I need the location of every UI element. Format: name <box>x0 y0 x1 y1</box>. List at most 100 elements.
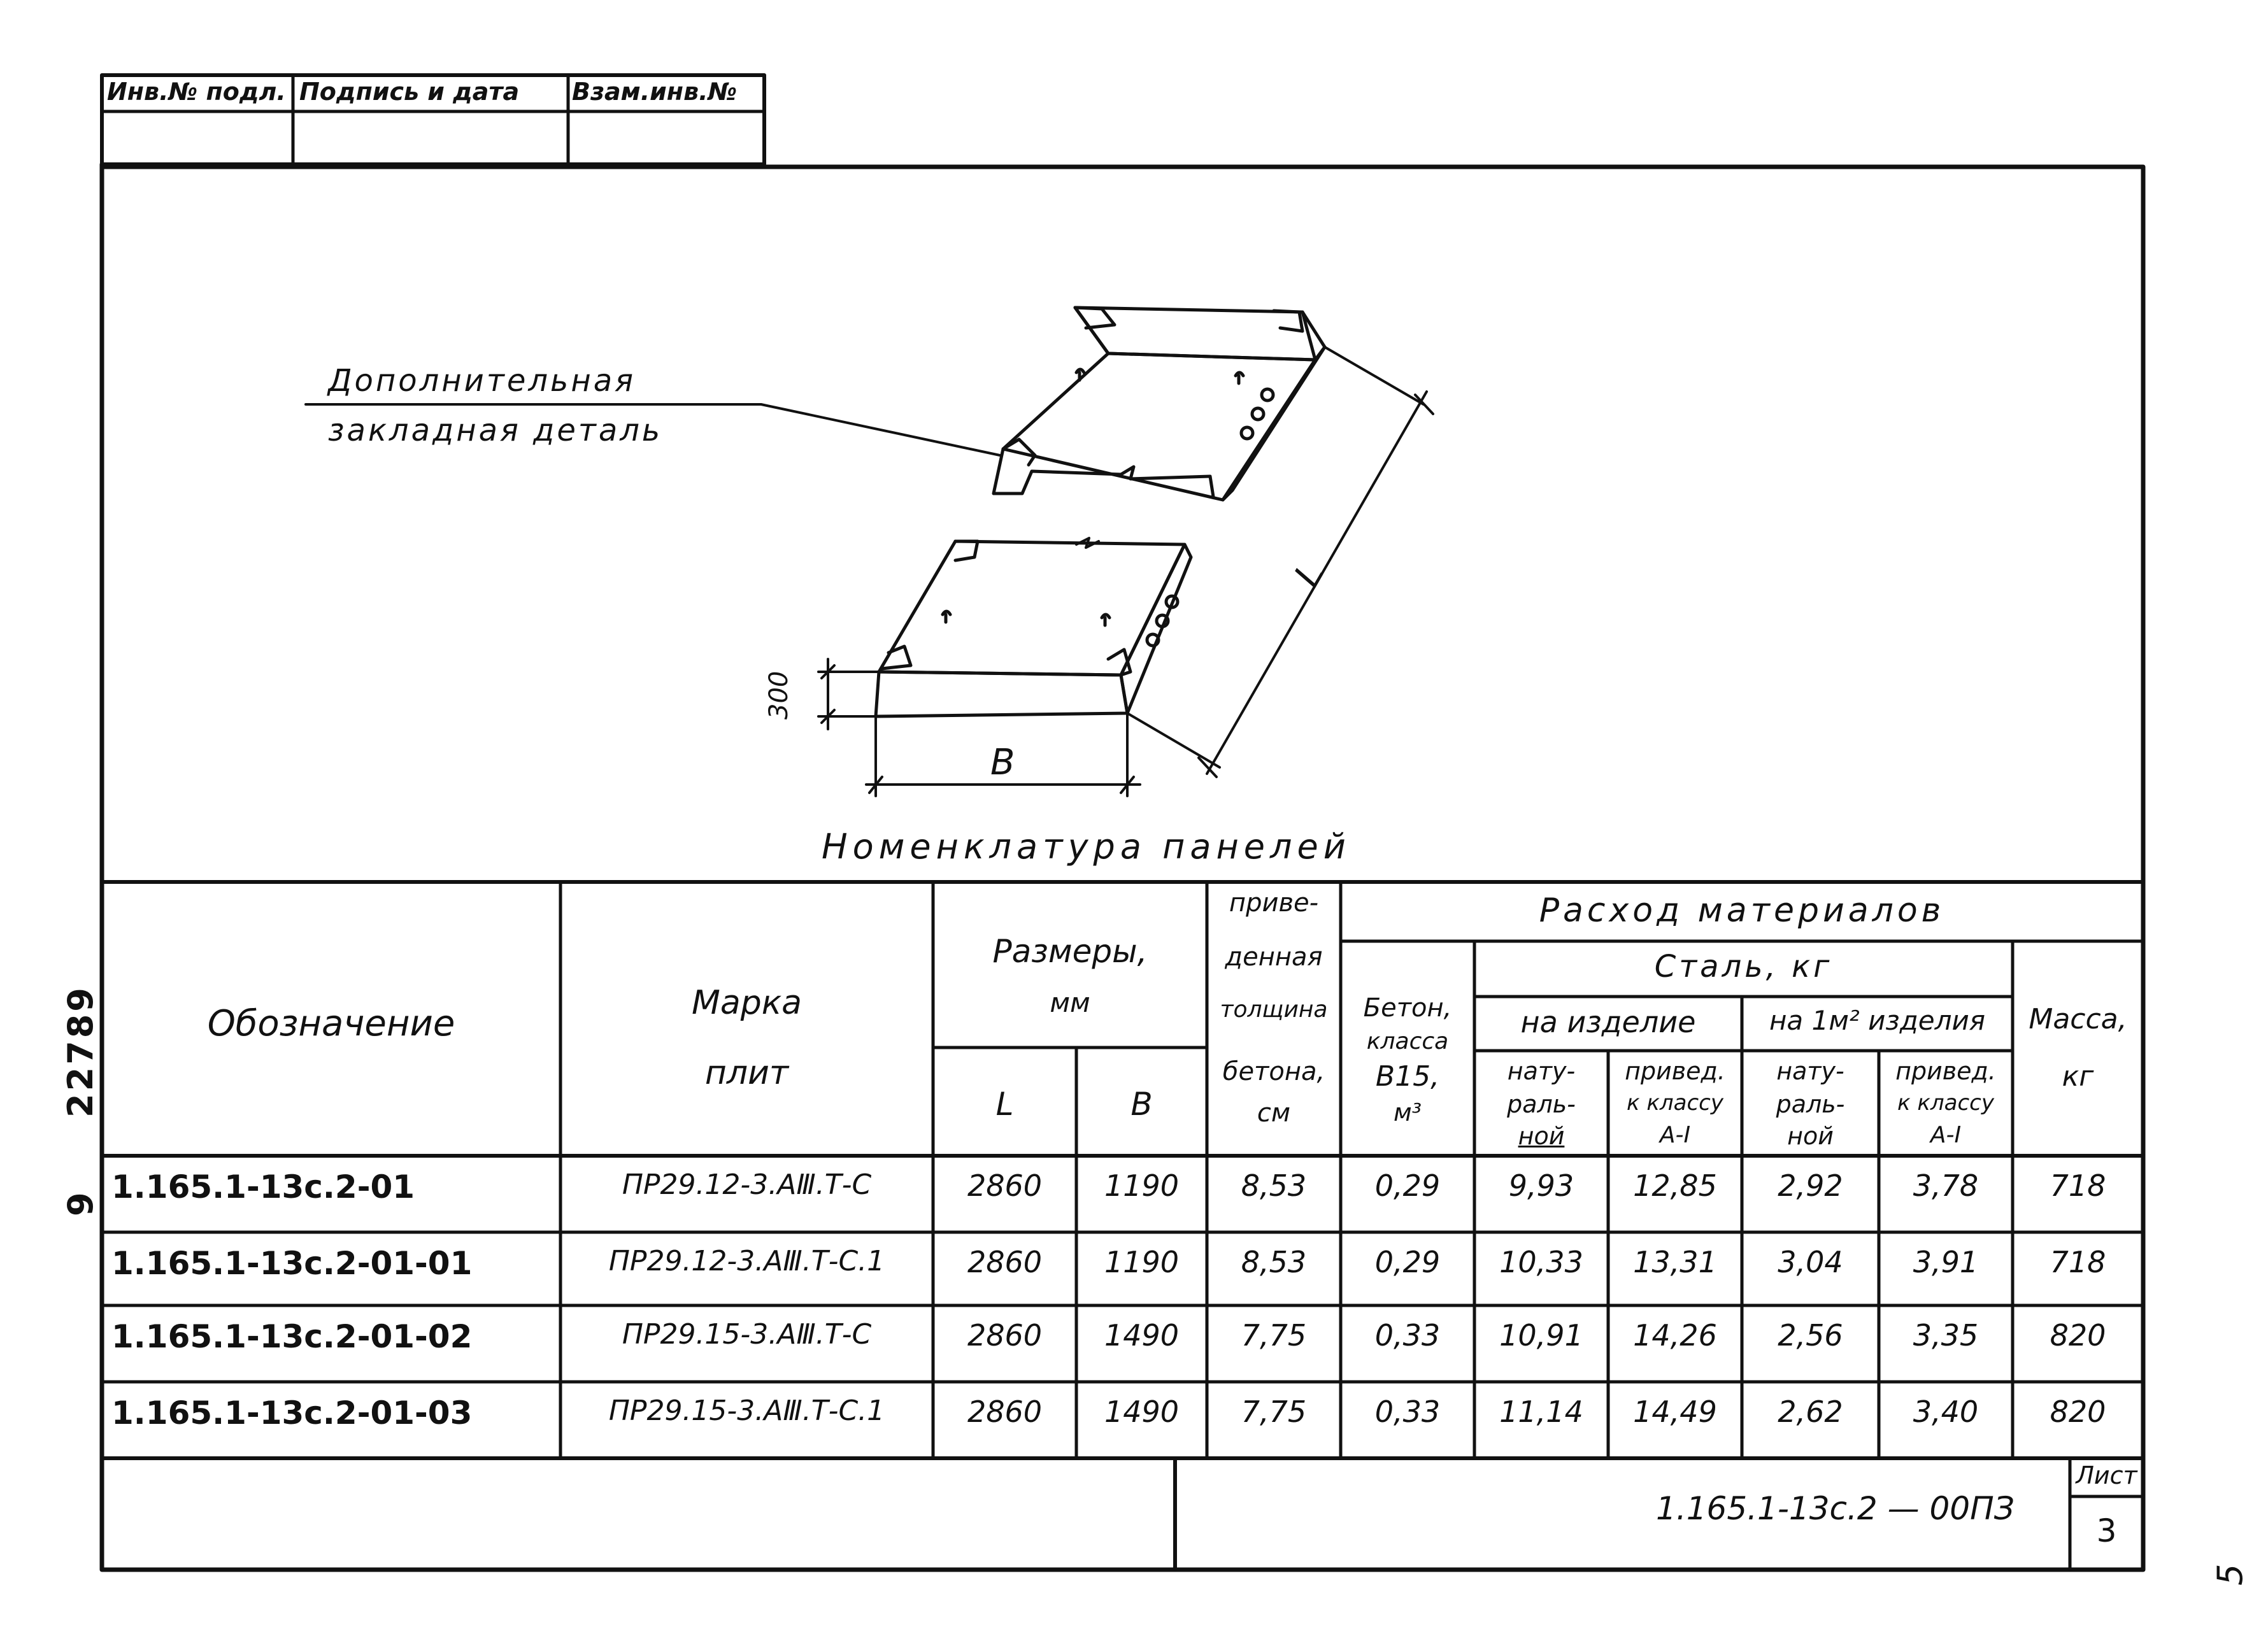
cell-size-b: 1490 <box>1104 1318 1180 1353</box>
header-thick-line4: бетона, <box>1222 1057 1325 1086</box>
stamp-frame <box>100 73 766 166</box>
header-per-item: на изделие <box>1520 1005 1696 1039</box>
upper-slab-drawing <box>992 306 1327 502</box>
header-natural-m2-line2: раль- <box>1776 1090 1845 1118</box>
cell-steel-reduced: 13,31 <box>1633 1245 1717 1279</box>
cell-steel-natural: 11,14 <box>1499 1395 1583 1429</box>
header-thick-line3: толщина <box>1220 997 1328 1023</box>
header-thick-line2: денная <box>1225 942 1323 972</box>
cell-designation: 1.165.1-13с.2-01 <box>111 1169 415 1205</box>
cell-size-l: 2860 <box>967 1169 1043 1203</box>
dimension-width-label: B <box>990 742 1015 783</box>
header-steel: Сталь, кг <box>1654 949 1833 984</box>
header-concrete-line3: В15, <box>1375 1060 1440 1093</box>
header-mark-line2: плит <box>704 1054 789 1092</box>
cell-designation: 1.165.1-13с.2-01-01 <box>111 1245 473 1282</box>
cell-mark: ПР29.12-3.АⅢ.Т-С <box>622 1169 872 1201</box>
corner-number: 5 <box>2210 1563 2250 1586</box>
header-designation: Обозначение <box>207 1003 455 1044</box>
cell-mark: ПР29.15-3.АⅢ.Т-С <box>622 1318 872 1351</box>
dimension-length <box>1126 346 1434 778</box>
cell-steel-natural: 9,93 <box>1508 1169 1574 1203</box>
cell-thickness: 7,75 <box>1241 1318 1307 1353</box>
dimension-width <box>865 712 1141 797</box>
header-mass-line1: Масса, <box>2029 1003 2127 1035</box>
header-reduced-m2-line1: привед. <box>1895 1057 1996 1085</box>
cell-mass: 718 <box>2050 1245 2106 1279</box>
header-mark-line1: Марка <box>691 984 802 1022</box>
cell-size-l: 2860 <box>967 1245 1043 1279</box>
callout-leader <box>304 403 1001 457</box>
cell-steel-reduced: 14,49 <box>1633 1395 1717 1429</box>
header-sizes-line2: мм <box>1050 987 1090 1018</box>
stamp-vzam-inv: Взам.инв.№ <box>572 78 738 106</box>
callout-text-line2: закладная деталь <box>328 413 663 448</box>
header-natural-line3: ной <box>1518 1122 1565 1150</box>
cell-concrete: 0,33 <box>1374 1318 1441 1353</box>
cell-steel-m2-reduced: 3,91 <box>1913 1245 1979 1279</box>
header-reduced-line3: А-I <box>1659 1122 1691 1148</box>
main-frame <box>99 162 2146 1572</box>
cell-concrete: 0,29 <box>1374 1245 1441 1279</box>
cell-size-b: 1190 <box>1104 1169 1180 1203</box>
header-natural-line1: нату- <box>1507 1057 1576 1085</box>
lower-slab-drawing <box>874 537 1193 718</box>
cell-steel-m2-natural: 2,56 <box>1778 1318 1843 1353</box>
header-sizes-line1: Размеры, <box>992 933 1148 970</box>
header-reduced-m2-line3: А-I <box>1930 1122 1962 1148</box>
cell-size-l: 2860 <box>967 1318 1043 1353</box>
cell-designation: 1.165.1-13с.2-01-02 <box>111 1318 473 1355</box>
cell-steel-reduced: 12,85 <box>1633 1169 1717 1203</box>
header-per-m2: на 1м² изделия <box>1769 1005 1986 1036</box>
header-size-b: B <box>1130 1086 1153 1123</box>
header-reduced-line2: к классу <box>1627 1090 1723 1116</box>
cell-concrete: 0,29 <box>1374 1169 1441 1203</box>
header-natural-m2-line3: ной <box>1787 1122 1834 1150</box>
dimension-height-label: 300 <box>764 671 794 720</box>
caption: Номенклатура панелей <box>822 827 1351 867</box>
header-concrete-line2: класса <box>1366 1028 1449 1055</box>
callout-text-line1: Дополнительная <box>328 363 636 399</box>
cell-steel-m2-reduced: 3,35 <box>1913 1318 1979 1353</box>
cell-mass: 820 <box>2050 1395 2106 1429</box>
header-size-l: L <box>995 1086 1014 1123</box>
cell-steel-natural: 10,91 <box>1499 1318 1583 1353</box>
cell-thickness: 8,53 <box>1241 1245 1307 1279</box>
cell-size-b: 1490 <box>1104 1395 1180 1429</box>
header-natural-line2: раль- <box>1507 1090 1576 1118</box>
cell-steel-m2-reduced: 3,40 <box>1913 1395 1979 1429</box>
header-thick-line5: см <box>1257 1098 1291 1128</box>
header-concrete-line4: м³ <box>1394 1098 1422 1126</box>
cell-steel-m2-natural: 2,92 <box>1778 1169 1843 1203</box>
cell-steel-m2-natural: 2,62 <box>1778 1395 1843 1429</box>
cell-steel-m2-reduced: 3,78 <box>1913 1169 1979 1203</box>
cell-mark: ПР29.12-3.АⅢ.Т-С.1 <box>608 1245 885 1277</box>
header-reduced-m2-line2: к классу <box>1897 1090 1994 1116</box>
header-thick-line1: приве- <box>1229 888 1319 918</box>
header-natural-m2-line1: нату- <box>1776 1057 1844 1085</box>
header-concrete-line1: Бетон, <box>1363 993 1452 1023</box>
header-mass-line2: кг <box>2062 1060 2094 1093</box>
stamp-podpis-data: Подпись и дата <box>299 78 520 106</box>
cell-designation: 1.165.1-13с.2-01-03 <box>111 1395 473 1431</box>
cell-steel-natural: 10,33 <box>1499 1245 1583 1279</box>
sheet-number: 3 <box>2096 1512 2117 1549</box>
cell-size-l: 2860 <box>967 1395 1043 1429</box>
cell-size-b: 1190 <box>1104 1245 1180 1279</box>
margin-number: 22789 <box>61 985 101 1118</box>
cell-mark: ПР29.15-3.АⅢ.Т-С.1 <box>608 1395 885 1427</box>
stamp-inv-podl: Инв.№ подл. <box>107 78 286 106</box>
header-reduced-line1: привед. <box>1625 1057 1725 1085</box>
cell-mass: 718 <box>2050 1169 2106 1203</box>
cell-steel-reduced: 14,26 <box>1633 1318 1717 1353</box>
sheet-label: Лист <box>2076 1461 2137 1489</box>
cell-concrete: 0,33 <box>1374 1395 1441 1429</box>
margin-letter: 9 <box>61 1192 101 1216</box>
cell-steel-m2-natural: 3,04 <box>1778 1245 1843 1279</box>
doc-code: 1.165.1-13с.2 — 00ПЗ <box>1656 1490 2015 1527</box>
cell-thickness: 7,75 <box>1241 1395 1307 1429</box>
cell-thickness: 8,53 <box>1241 1169 1307 1203</box>
header-materials: Расход материалов <box>1539 892 1945 930</box>
dimension-height <box>817 658 880 730</box>
